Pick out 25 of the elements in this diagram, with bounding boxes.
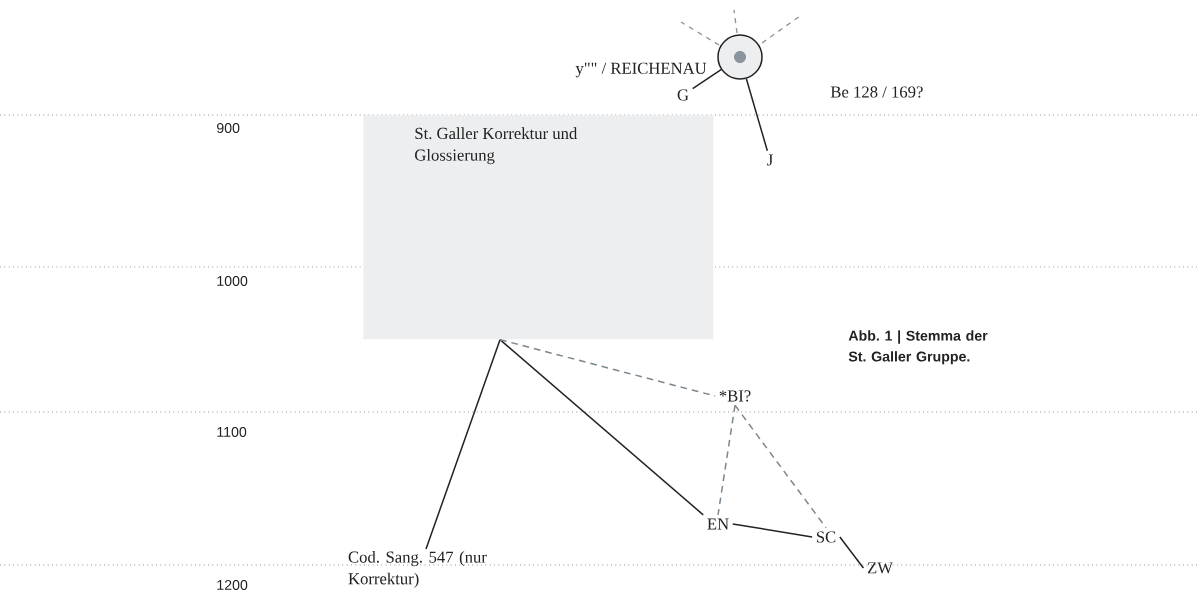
period-box: St. Galler Korrektur und Glossierung (363, 115, 714, 340)
stemma-line (425, 338, 501, 550)
node-label: y"" / REICHENAU (575, 62, 707, 78)
stemma-line (732, 523, 813, 538)
manuscript-siglum: EN (707, 518, 729, 530)
stemma-line (499, 338, 704, 516)
stemma-line (691, 68, 722, 90)
stemma-line (499, 338, 716, 397)
root-circle (717, 34, 763, 80)
manuscript-siglum: J (767, 154, 773, 166)
year-label: 1000 (217, 276, 248, 286)
manuscript-siglum: SC (816, 531, 836, 543)
stemma-line (734, 404, 827, 529)
manuscript-siglum: G (677, 89, 689, 101)
stemma-line (745, 78, 769, 152)
year-label: 900 (217, 123, 240, 133)
caption: Abb. 1 | Stemma der St. Galler Gruppe. (848, 330, 988, 365)
stemma-line (839, 536, 865, 569)
year-label: 1200 (217, 580, 248, 590)
stemma-line (717, 404, 736, 516)
manuscript-siglum: *BI? (719, 390, 751, 402)
manuscript-label: Be 128 / 169? (830, 86, 923, 98)
manuscript-label: Cod. Sang. 547 (nur Korrektur) (348, 551, 487, 588)
year-label: 1100 (217, 427, 247, 437)
manuscript-siglum: ZW (867, 562, 893, 574)
